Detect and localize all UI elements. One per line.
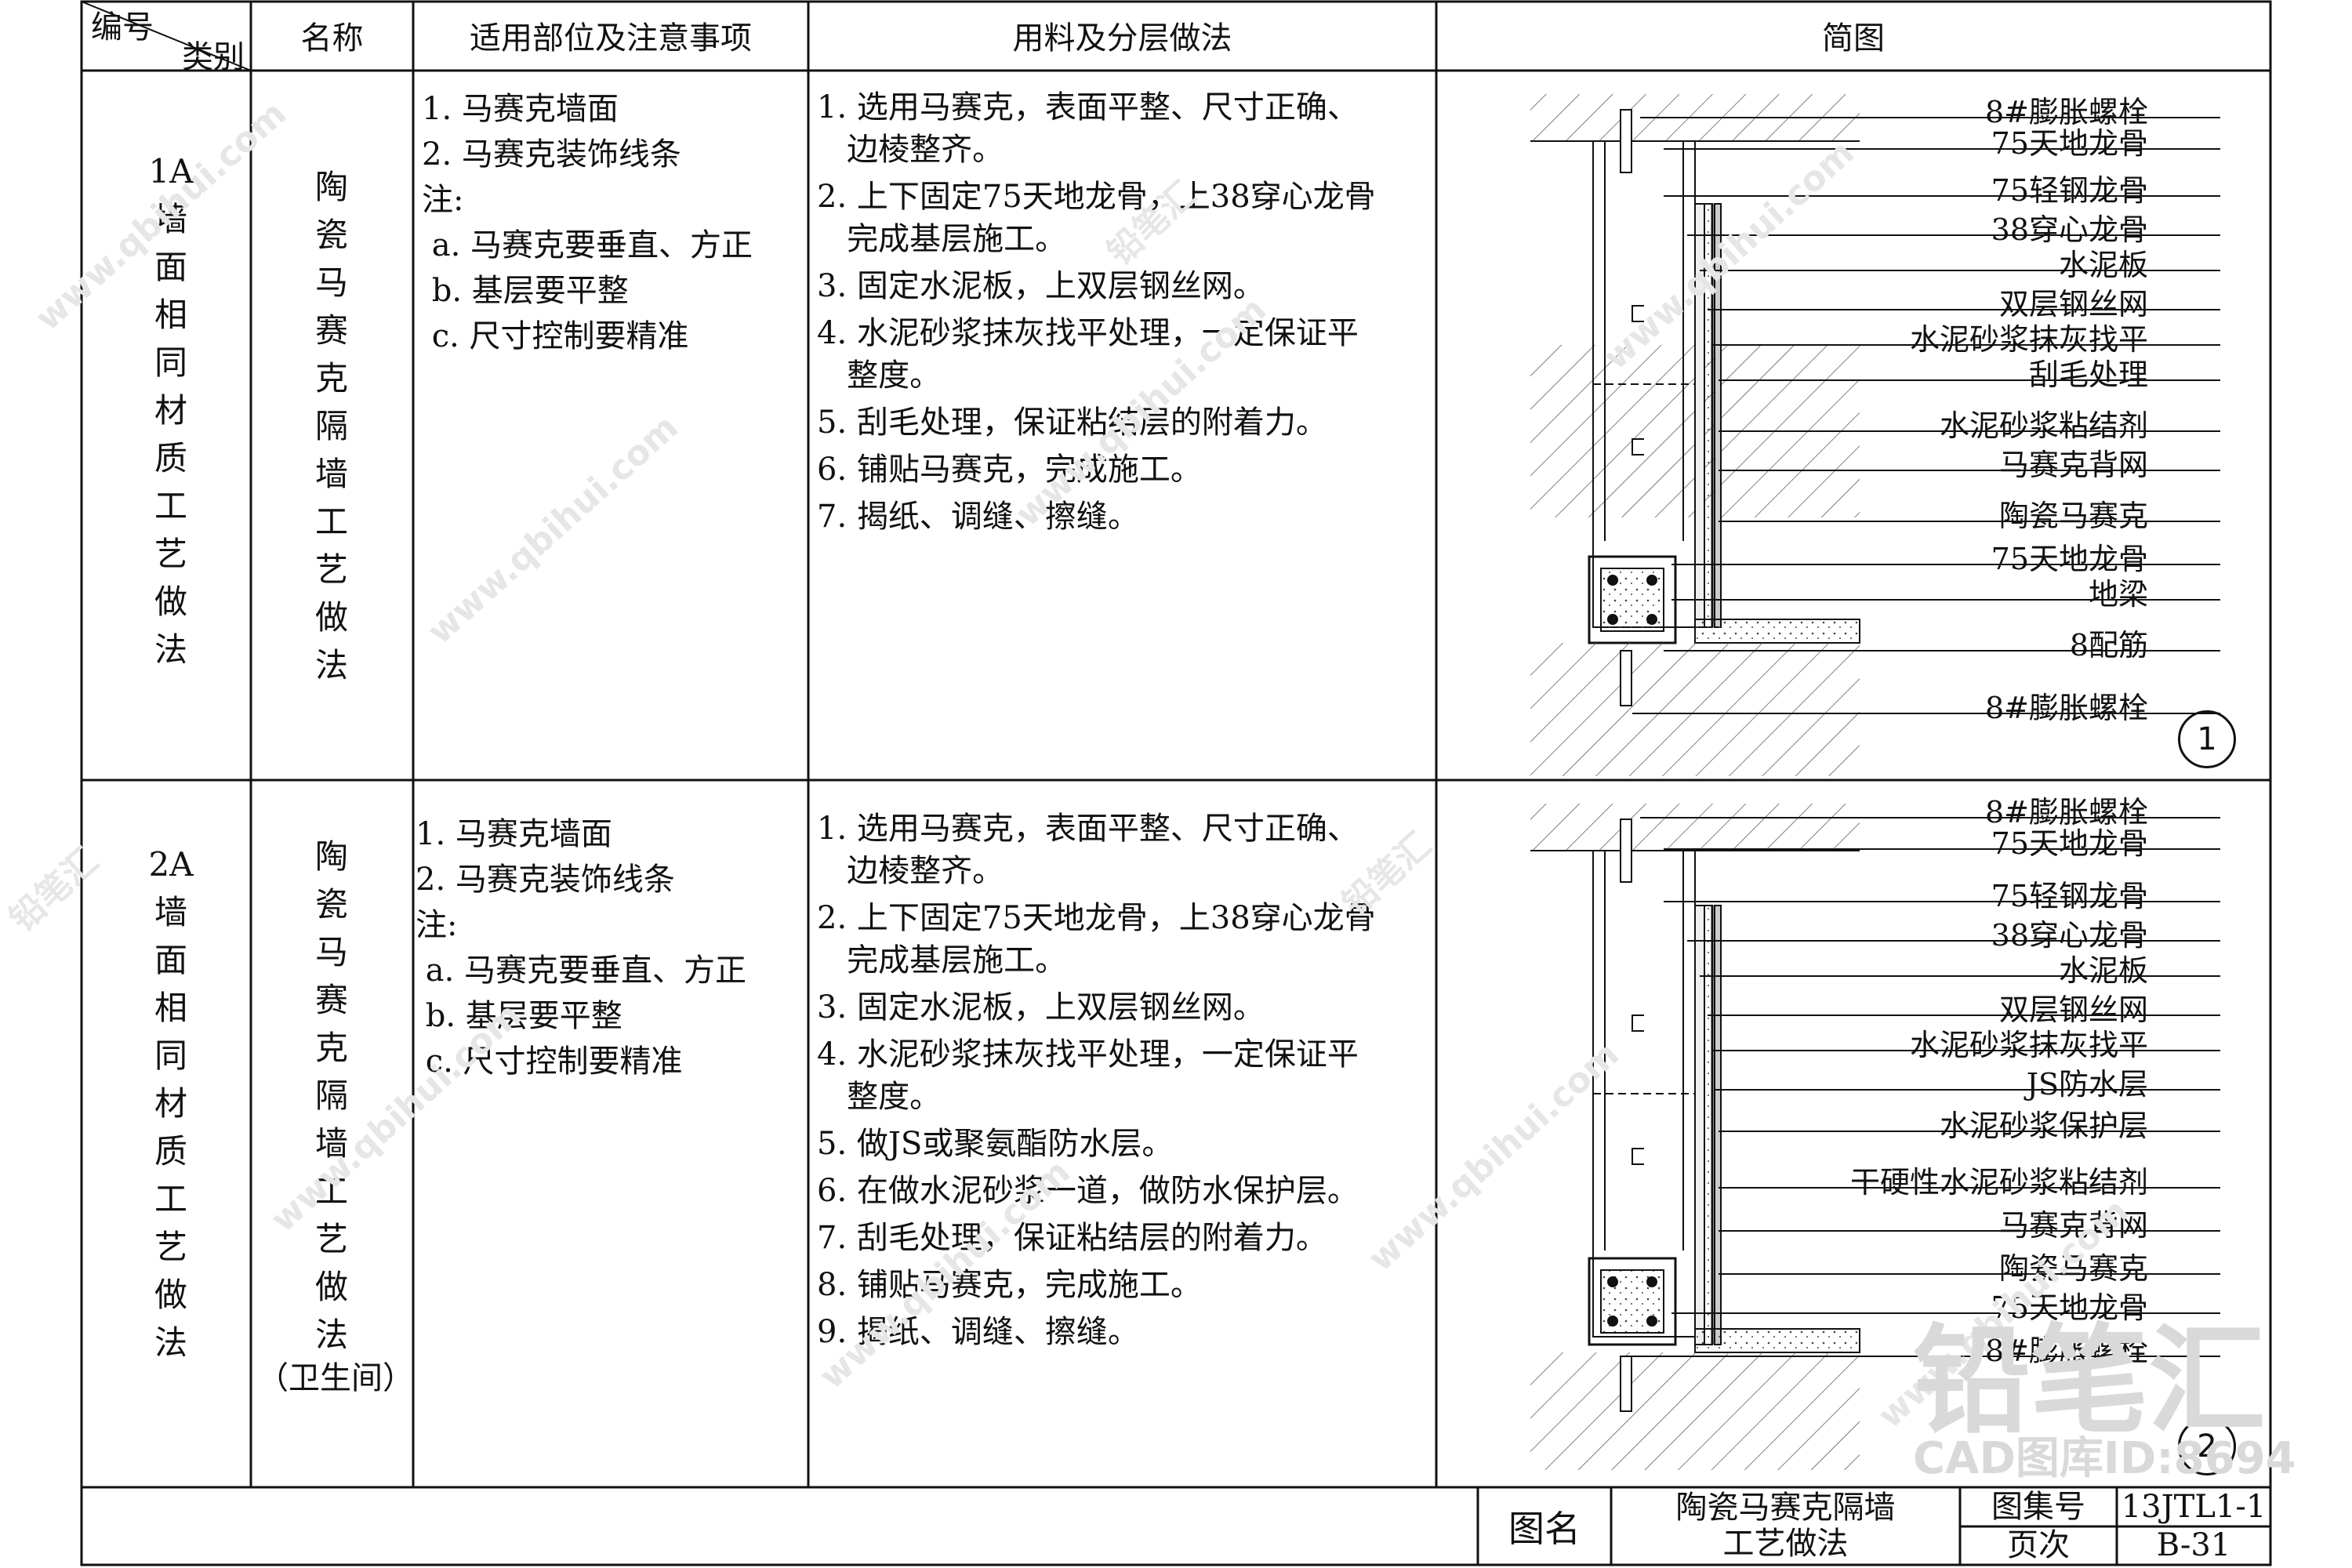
detail-label: 38穿心龙骨 (1991, 918, 2148, 953)
detail-2-labels: 8#膨胀螺栓 75天地龙骨 75轻钢龙骨 38穿心龙骨 水泥板 双层钢丝网 水泥… (1725, 780, 2148, 1487)
header-scope: 适用部位及注意事项 (470, 20, 752, 56)
step-item: 1. 选用马赛克，表面平整、尺寸正确、 边棱整齐。 (817, 811, 1359, 889)
atlas-number-label: 图集号 (1991, 1489, 2085, 1525)
detail-label: 陶瓷马赛克 (1998, 499, 2148, 533)
step-item: 5. 刮毛处理，保证粘结层的附着力。 (817, 405, 1327, 441)
note-item: 注: (416, 907, 458, 943)
step-item: 1. 选用马赛克，表面平整、尺寸正确、 边棱整齐。 (817, 89, 1359, 168)
detail-label: 刮毛处理 (2028, 358, 2148, 392)
detail-label: 75天地龙骨 (1991, 826, 2148, 861)
header-code-category-cell: 编号 类别 (82, 0, 251, 75)
step-item: 2. 上下固定75天地龙骨，上38穿心龙骨 完成基层施工。 (817, 179, 1376, 257)
detail-label: 75轻钢龙骨 (1991, 173, 2148, 208)
detail-1-section-drawing (1530, 94, 2220, 776)
detail-label: 水泥砂浆粘结剂 (1939, 408, 2148, 443)
detail-label: 75天地龙骨 (1991, 126, 2148, 161)
detail-label: 双层钢丝网 (1998, 993, 2148, 1027)
note-item: a. 马赛克要垂直、方正 (422, 227, 753, 263)
watermark-cad-id: CAD图库ID:8694 (1913, 1433, 2296, 1484)
note-item: 1. 马赛克墙面 (416, 816, 612, 852)
detail-label: 水泥砂浆抹灰找平 (1909, 1028, 2148, 1062)
row2-notes: 1. 马赛克墙面 2. 马赛克装饰线条 注: a. 马赛克要垂直、方正 b. 基… (416, 811, 746, 1084)
header-diagram: 简图 (1822, 20, 1885, 56)
detail-label: 陶瓷马赛克 (1998, 1251, 2148, 1286)
detail-label: 8#膨胀螺栓 (1984, 1334, 2148, 1368)
detail-1-labels: 8#膨胀螺栓 75天地龙骨 75轻钢龙骨 38穿心龙骨 水泥板 双层钢丝网 水泥… (1725, 71, 2148, 780)
header-name: 名称 (300, 20, 364, 56)
detail-label: 8配筋 (2069, 628, 2148, 662)
step-item: 7. 刮毛处理，保证粘结层的附着力。 (817, 1220, 1327, 1256)
header-code-label: 编号 (91, 9, 154, 45)
note-item: 2. 马赛克装饰线条 (416, 862, 675, 898)
header-category-label: 类别 (182, 39, 245, 75)
detail-label: 马赛克背网 (1998, 1208, 2148, 1243)
detail-label: 水泥板 (2058, 248, 2148, 282)
page-number: B-31 (2156, 1527, 2231, 1563)
step-item: 3. 固定水泥板，上双层钢丝网。 (817, 989, 1265, 1025)
detail-label: 水泥砂浆抹灰找平 (1909, 322, 2148, 357)
row1-steps: 1. 选用马赛克，表面平整、尺寸正确、 边棱整齐。 2. 上下固定75天地龙骨，… (817, 86, 1376, 543)
step-item: 6. 在做水泥砂浆一道，做防水保护层。 (817, 1173, 1359, 1209)
page-label: 页次 (2007, 1527, 2070, 1563)
detail-label: 75轻钢龙骨 (1991, 879, 2148, 913)
step-item: 3. 固定水泥板，上双层钢丝网。 (817, 268, 1265, 304)
row1-code: 1A 墙 面 相 同 材 质 工 艺 做 法 (148, 152, 194, 669)
row2-code: 2A 墙 面 相 同 材 质 工 艺 做 法 (148, 845, 194, 1362)
detail-label: 水泥砂浆保护层 (1939, 1109, 2148, 1143)
detail-label: 水泥板 (2058, 953, 2148, 988)
note-item: a. 马赛克要垂直、方正 (416, 953, 746, 989)
detail-2-number: 2 (2178, 1417, 2236, 1475)
detail-label: 75天地龙骨 (1991, 1290, 2148, 1325)
note-item: c. 尺寸控制要精准 (416, 1044, 683, 1080)
row1-name: 陶 瓷 马 赛 克 隔 墙 工 艺 做 法 (314, 168, 348, 684)
detail-label: JS防水层 (2026, 1067, 2148, 1102)
watermark-brand-large: 铅笔汇 (1913, 1313, 2267, 1450)
note-item: b. 基层要平整 (422, 273, 629, 309)
row2-name: 陶 瓷 马 赛 克 隔 墙 工 艺 做 法 (314, 837, 348, 1354)
note-item: 1. 马赛克墙面 (422, 91, 619, 127)
note-item: 注: (422, 182, 464, 218)
detail-label: 干硬性水泥砂浆粘结剂 (1849, 1165, 2148, 1200)
drawing-name-label: 图名 (1508, 1507, 1581, 1550)
step-item: 4. 水泥砂浆抹灰找平处理，一定保证平 整度。 (817, 1036, 1359, 1115)
step-item: 2. 上下固定75天地龙骨，上38穿心龙骨 完成基层施工。 (817, 900, 1376, 978)
detail-label: 8#膨胀螺栓 (1984, 95, 2148, 129)
step-item: 4. 水泥砂浆抹灰找平处理，一定保证平 整度。 (817, 315, 1359, 394)
detail-label: 38穿心龙骨 (1991, 212, 2148, 247)
header-method: 用料及分层做法 (1012, 20, 1232, 56)
row2-steps: 1. 选用马赛克，表面平整、尺寸正确、 边棱整齐。 2. 上下固定75天地龙骨，… (817, 808, 1376, 1358)
step-item: 6. 铺贴马赛克，完成施工。 (817, 452, 1202, 488)
detail-label: 地梁 (2088, 577, 2148, 612)
note-item: 2. 马赛克装饰线条 (422, 136, 681, 172)
atlas-number: 13JTL1-1 (2121, 1489, 2267, 1525)
step-item: 8. 铺贴马赛克，完成施工。 (817, 1267, 1202, 1303)
step-item: 7. 揭纸、调缝、擦缝。 (817, 499, 1139, 535)
step-item: 5. 做JS或聚氨酯防水层。 (817, 1126, 1174, 1162)
row2-name-suffix: （卫生间） (257, 1360, 414, 1396)
detail-label: 马赛克背网 (1998, 448, 2148, 482)
note-item: b. 基层要平整 (416, 998, 622, 1034)
detail-label: 75天地龙骨 (1991, 542, 2148, 576)
detail-label: 双层钢丝网 (1998, 287, 2148, 321)
row1-notes: 1. 马赛克墙面 2. 马赛克装饰线条 注: a. 马赛克要垂直、方正 b. 基… (422, 86, 753, 359)
step-item: 9. 揭纸、调缝、擦缝。 (817, 1314, 1139, 1350)
detail-label: 8#膨胀螺栓 (1984, 691, 2148, 725)
detail-2-section-drawing (1530, 804, 2220, 1470)
detail-label: 8#膨胀螺栓 (1984, 795, 2148, 829)
note-item: c. 尺寸控制要精准 (422, 318, 689, 354)
drawing-name: 陶瓷马赛克隔墙 工艺做法 (1675, 1490, 1896, 1562)
detail-1-number: 1 (2178, 710, 2236, 768)
